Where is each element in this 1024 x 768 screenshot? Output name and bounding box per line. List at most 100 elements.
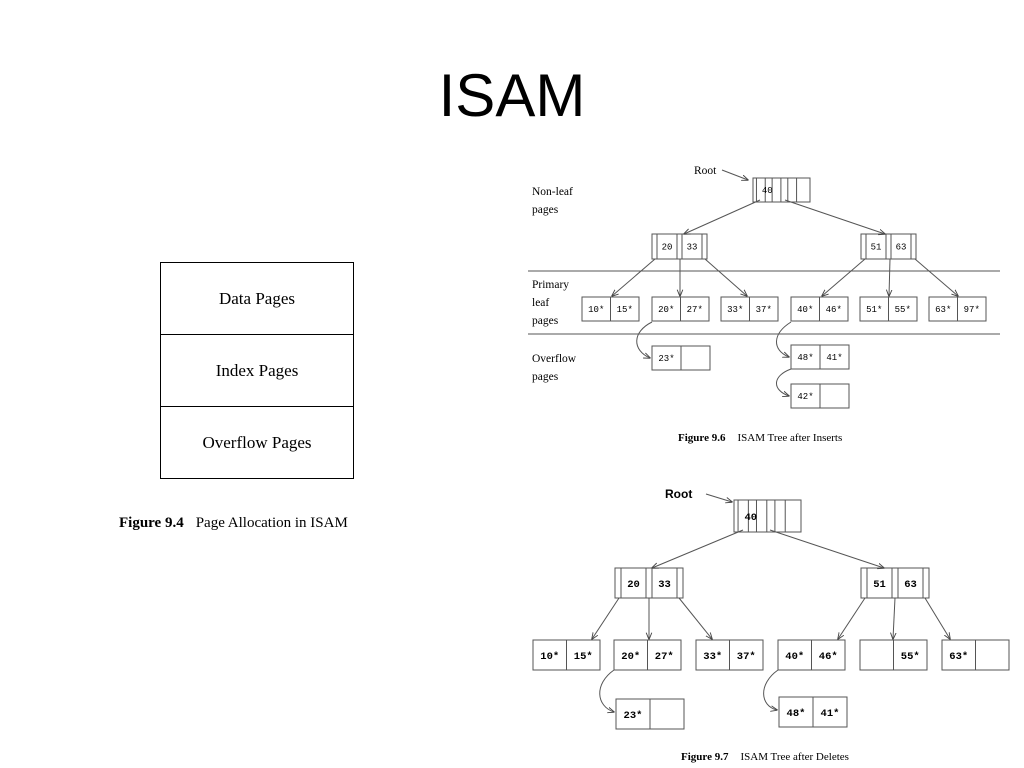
overflow-page: 23* <box>615 698 685 730</box>
index-key: 63 <box>896 243 907 253</box>
index-key: 20 <box>662 243 673 253</box>
data-entry: 63* <box>935 305 951 315</box>
overflow-label: pages <box>532 371 559 383</box>
data-entry: 23* <box>624 710 643 722</box>
data-entry: 97* <box>964 305 980 315</box>
leaf-page: 55* <box>859 639 928 671</box>
tree-edge <box>784 199 885 234</box>
data-entry: 27* <box>687 305 703 315</box>
overflow-page: 48*41* <box>778 696 848 728</box>
figure-9-4-caption: Figure 9.4 Page Allocation in ISAM <box>119 515 348 532</box>
overflow-pages-block: Overflow Pages <box>202 432 312 452</box>
tree-edge <box>652 529 744 568</box>
root-label: Root <box>694 165 717 177</box>
figure-title: Page Allocation in ISAM <box>195 515 348 531</box>
tree-edge <box>684 199 761 234</box>
overflow-chain <box>599 669 614 712</box>
leaf-page: 10* 15* <box>532 639 601 671</box>
leaf-page: 33* 37* <box>720 296 779 322</box>
index-key: 33 <box>687 243 698 253</box>
tree-edge <box>769 529 884 568</box>
data-entry: 42* <box>797 392 813 402</box>
index-node-box <box>860 233 917 260</box>
data-entry: 23* <box>658 354 674 364</box>
tree-edge <box>893 597 895 639</box>
nonleaf-label: Non-leaf <box>532 186 573 198</box>
overflow-label: Overflow <box>532 353 577 365</box>
data-entry: 46* <box>819 651 838 663</box>
data-entry: 40* <box>797 305 813 315</box>
data-entry: 10* <box>540 651 559 663</box>
data-entry: 33* <box>703 651 722 663</box>
root-node-box <box>733 499 802 533</box>
index-node-box <box>860 567 930 599</box>
data-entry: 15* <box>574 651 593 663</box>
leaf-page: 33* 37* <box>695 639 764 671</box>
data-entry: 37* <box>756 305 772 315</box>
figure-9-6-caption: Figure 9.6 ISAM Tree after Inserts <box>678 432 842 444</box>
data-entry: 20* <box>658 305 674 315</box>
index-node: 51 63 <box>860 233 917 260</box>
isam-tree-after-inserts: Non-leafpagesPrimaryleafpagesOverflowpag… <box>528 165 1000 409</box>
data-entry: 48* <box>797 353 813 363</box>
data-entry: 20* <box>621 651 640 663</box>
data-pages-block: Data Pages <box>161 263 353 335</box>
data-entry: 41* <box>826 353 842 363</box>
figure-number: Figure 9.7 <box>681 751 729 763</box>
tree-edge <box>838 597 866 639</box>
index-key: 33 <box>658 579 671 591</box>
leaf-page: 10*15* <box>581 296 640 322</box>
leaf-page: 20* 27* <box>613 639 682 671</box>
slide-title: ISAM <box>438 62 586 129</box>
tree-edge <box>592 597 620 639</box>
overflow-page: 42* <box>790 383 850 409</box>
data-entry: 55* <box>895 305 911 315</box>
figure-number: Figure 9.6 <box>678 432 726 444</box>
leaf-page: 40*46* <box>790 296 849 322</box>
tree-edge <box>924 597 950 639</box>
root-label-arrow <box>705 493 732 502</box>
overflow-chain <box>776 321 792 357</box>
data-entry: 48* <box>787 708 806 720</box>
tree-edge <box>889 258 890 296</box>
index-key: 63 <box>904 579 917 591</box>
root-node-box <box>752 177 811 203</box>
tree-edge <box>914 258 958 296</box>
index-key: 20 <box>627 579 640 591</box>
root-label-arrow <box>721 169 748 180</box>
root-node: 40 <box>733 499 802 533</box>
figure-title: ISAM Tree after Inserts <box>737 432 843 444</box>
page-allocation-diagram: Data Pages Index Pages Overflow Pages <box>160 262 354 479</box>
leaf-page: 63* 97* <box>928 296 987 322</box>
index-pages-block: Index Pages <box>161 335 353 407</box>
tree-edge <box>612 258 656 296</box>
data-entry: 33* <box>727 305 743 315</box>
tree-edge <box>678 597 712 639</box>
primary-leaf-label: leaf <box>532 297 549 309</box>
leaf-page: 20* 27* <box>651 296 710 322</box>
data-entry: 27* <box>655 651 674 663</box>
leaf-page: 51* 55* <box>859 296 918 322</box>
root-label: Root <box>665 487 692 501</box>
nonleaf-label: pages <box>532 204 559 216</box>
index-key: 51 <box>871 243 882 253</box>
index-node: 51 63 <box>860 567 930 599</box>
leaf-page: 63* <box>941 639 1010 671</box>
index-key: 40 <box>762 186 773 196</box>
index-key: 51 <box>873 579 886 591</box>
data-entry: 37* <box>737 651 756 663</box>
data-entry: 55* <box>901 651 920 663</box>
index-node-box <box>614 567 684 599</box>
index-key: 40 <box>744 512 757 524</box>
index-node-box <box>651 233 708 260</box>
data-entry: 15* <box>617 305 633 315</box>
figure-number: Figure 9.4 <box>119 515 184 531</box>
primary-leaf-label: pages <box>532 315 559 327</box>
overflow-chain <box>636 321 653 358</box>
tree-edge <box>822 258 866 296</box>
data-entry: 51* <box>866 305 882 315</box>
